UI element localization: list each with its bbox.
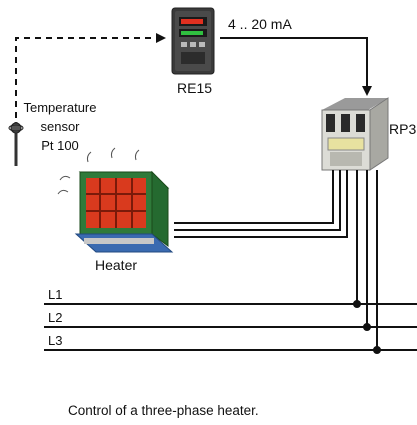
temperature-sensor-probe (8, 122, 24, 166)
controller-label: RE15 (177, 80, 213, 96)
supply-wires (353, 170, 381, 354)
heater-output-wires (174, 170, 348, 238)
phase-l3-label: L3 (48, 333, 63, 348)
sensor-label-line-1: Temperature (23, 100, 97, 115)
sensor-label-line-2: sensor (40, 119, 80, 134)
control-signal-line (220, 37, 372, 96)
phase-l1-label: L1 (48, 287, 63, 302)
heater-unit (57, 147, 174, 253)
signal-label: 4 .. 20 mA (228, 16, 292, 32)
power-unit-label: RP3 (389, 121, 417, 137)
re15-controller (171, 7, 215, 75)
rp3-power-unit (321, 97, 389, 171)
phase-lines (44, 303, 417, 351)
sensor-signal-line (15, 33, 166, 118)
sensor-label: Temperature sensor Pt 100 (20, 98, 100, 155)
phase-l2-label: L2 (48, 310, 63, 325)
heater-label: Heater (95, 257, 138, 273)
sensor-label-line-3: Pt 100 (41, 138, 79, 153)
diagram-caption: Control of a three-phase heater. (68, 403, 259, 418)
